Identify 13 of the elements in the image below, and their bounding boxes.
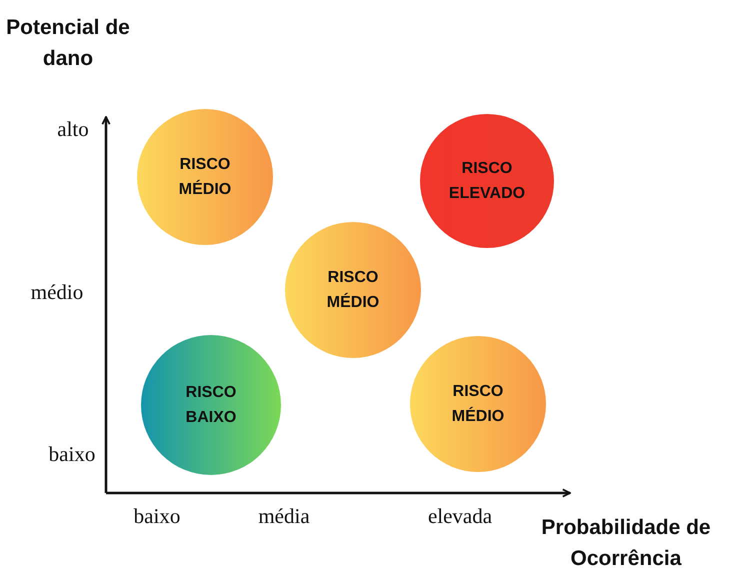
risk-label: RISCO MÉDIO — [178, 155, 232, 200]
tick-label: médio — [30, 280, 84, 305]
risk-label: RISCO ELEVADO — [448, 159, 526, 204]
risk-label: RISCO MÉDIO — [326, 268, 380, 313]
x-axis-title: Probabilidade de Ocorrência — [540, 515, 712, 569]
risk-label: RISCO BAIXO — [184, 383, 238, 428]
tick-label: baixo — [48, 442, 96, 467]
tick-label: alto — [57, 117, 89, 142]
y-axis-title: Potencial de dano — [5, 15, 131, 72]
tick-label: média — [258, 504, 310, 529]
risk-label: RISCO MÉDIO — [450, 382, 506, 427]
tick-label: baixo — [134, 504, 180, 529]
tick-label: elevada — [428, 504, 492, 529]
